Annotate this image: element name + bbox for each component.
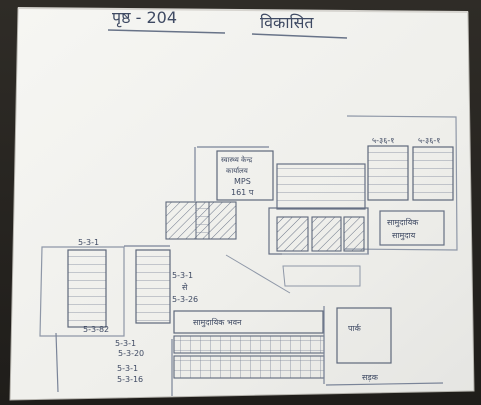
mid-label-3: 5-3-26 xyxy=(172,295,198,304)
middle-band-label: सामुदायिक भवन xyxy=(193,317,242,328)
bottom-left-label-2: 5-3-20 xyxy=(118,349,144,358)
center-left-strip xyxy=(195,201,210,240)
center-hatched-2 xyxy=(311,216,342,252)
center-top-box xyxy=(216,150,274,201)
grid-band-1 xyxy=(173,335,325,354)
left-outline xyxy=(39,246,125,337)
header-underline-right xyxy=(251,33,348,39)
top-right-left-label: ५-३६-१ xyxy=(372,136,394,145)
top-right-right-label: ५-३६-१ xyxy=(418,136,440,145)
top-right-right-block xyxy=(412,146,454,201)
mid-label-1: 5-3-1 xyxy=(172,271,193,280)
center-hatched-1 xyxy=(276,216,309,252)
diagonal-line xyxy=(225,254,291,294)
middle-band-box xyxy=(173,310,324,334)
top-right-caption-line-2: सामुदाय xyxy=(392,231,416,241)
page-title-text: विकासित xyxy=(260,13,314,32)
top-right-caption-line-1: सामुदायिक xyxy=(387,217,419,228)
bottom-right-label: सड़क xyxy=(362,373,379,382)
left-vertical-line xyxy=(55,332,59,393)
center-top-line-1: स्वास्थ्य केन्द्र xyxy=(221,155,253,164)
right-box-label: पार्क xyxy=(348,323,362,333)
left-bottom-label: 5-3-82 xyxy=(83,325,109,334)
right-box xyxy=(336,307,392,364)
mid-label-2: से xyxy=(182,282,188,292)
center-right-striped-block xyxy=(276,163,366,210)
top-right-caption-box xyxy=(379,210,445,246)
left-label: 5-3-1 xyxy=(78,238,99,247)
center-top-line-2: कार्यालय xyxy=(226,166,249,175)
top-right-outline xyxy=(344,115,458,251)
header-underline-left xyxy=(107,29,226,34)
paper-edge xyxy=(17,7,469,13)
bottom-left-label-4: 5-3-16 xyxy=(117,375,143,384)
top-right-left-block xyxy=(367,145,409,201)
bottom-left-label-1: 5-3-1 xyxy=(115,339,136,348)
bottom-road-line xyxy=(325,382,444,386)
grid-band-2 xyxy=(173,355,325,379)
center-top-line-3: MPS xyxy=(234,177,251,186)
bottom-left-label-3: 5-3-1 xyxy=(117,364,138,373)
center-hatched-3 xyxy=(343,216,365,252)
left-block xyxy=(67,249,107,328)
small-right-outline xyxy=(282,265,361,287)
center-top-line-4: 161 प xyxy=(231,188,254,197)
middle-left-block xyxy=(135,249,171,324)
page-number-text: पृष्ठ - 204 xyxy=(112,8,177,28)
